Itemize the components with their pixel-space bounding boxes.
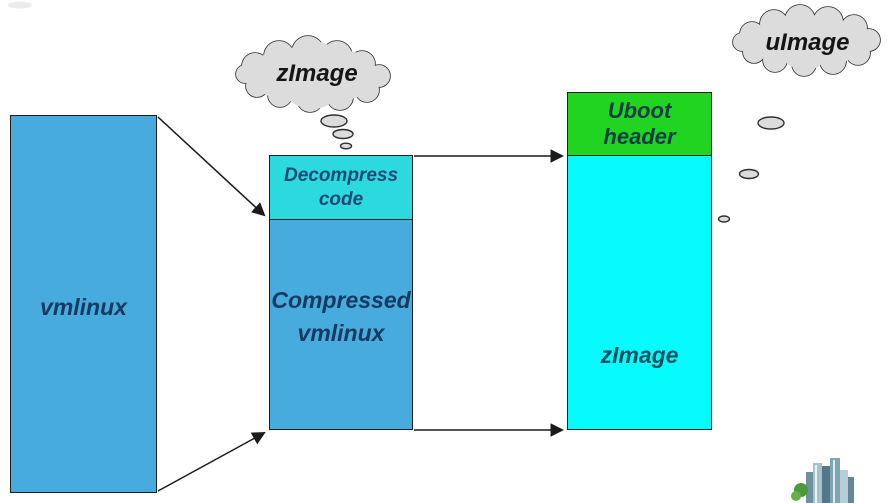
arrow-vmlinux-to-decompress-boundary — [157, 116, 266, 217]
uimage-thought-cloud — [732, 4, 881, 77]
compressed-vmlinux-label: Compressed vmlinux — [271, 284, 410, 348]
arrow-vmlinux-to-compressed-bottom — [157, 432, 266, 492]
uimage-thought-bubbles — [717, 116, 785, 223]
thought-bubble — [332, 128, 354, 140]
city-buildings-clipart — [791, 458, 854, 503]
vmlinux-label: vmlinux — [40, 293, 127, 320]
zimage-thought-cloud — [235, 35, 391, 113]
thought-bubble — [717, 215, 731, 223]
uboot-header-label-line2: header — [603, 124, 676, 149]
vmlinux-box: vmlinux — [10, 115, 157, 493]
compressed-vmlinux-section: Compressed vmlinux — [269, 220, 413, 430]
compressed-vmlinux-label-line2: vmlinux — [297, 319, 385, 346]
zimage-contents-box: Decompress code Compressed vmlinux — [269, 155, 413, 430]
compressed-vmlinux-label-line1: Compressed — [271, 287, 411, 314]
uboot-header-section: Uboot header — [567, 92, 712, 156]
zimage-cloud-label: zImage — [276, 60, 358, 87]
thought-bubble — [339, 142, 353, 150]
decompress-code-label: Decompress code — [284, 164, 398, 212]
thought-bubble — [320, 114, 348, 128]
thought-bubble — [738, 168, 760, 180]
smudge-artifact — [8, 1, 32, 9]
uboot-header-label: Uboot header — [603, 98, 675, 151]
uboot-header-label-line1: Uboot — [607, 97, 672, 123]
decompress-code-label-line2: code — [318, 188, 364, 210]
uimage-cloud-label: uImage — [765, 29, 850, 56]
thought-bubble — [757, 116, 785, 130]
uimage-contents-box: Uboot header zImage — [567, 92, 712, 430]
decompress-code-label-line1: Decompress — [283, 164, 399, 186]
zimage-thought-bubbles — [320, 114, 354, 150]
zimage-section-label: zImage — [600, 341, 679, 368]
decompress-code-section: Decompress code — [269, 155, 413, 220]
zimage-section: zImage — [567, 156, 712, 430]
